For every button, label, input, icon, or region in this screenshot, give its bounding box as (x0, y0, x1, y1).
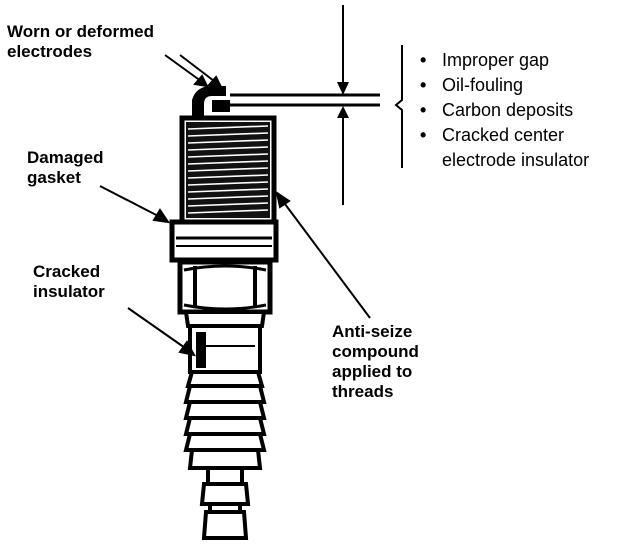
thread-line (187, 174, 269, 179)
list-item-text: Improper gap (442, 50, 550, 70)
gap-dimension (230, 5, 380, 205)
label-line: gasket (27, 168, 81, 187)
label-cracked-insulator: Cracked insulator (33, 262, 105, 302)
thread-line (187, 132, 269, 137)
list-item: • Oil-fouling (420, 73, 589, 98)
bullet-icon: • (420, 50, 427, 70)
bullet-icon: • (420, 100, 427, 120)
thread-line (187, 209, 269, 214)
thread-line (187, 153, 269, 158)
label-line: electrodes (7, 42, 93, 61)
thread-line (187, 202, 269, 207)
thread-lines (187, 125, 269, 214)
label-anti-seize: Anti-seize compound applied to threads (332, 322, 419, 402)
label-line: threads (332, 382, 394, 401)
lower-shell (183, 310, 267, 374)
thread-line (187, 146, 269, 151)
list-item-continuation: electrode insulator (442, 150, 590, 170)
bullet-icon: • (420, 125, 427, 145)
label-damaged-gasket: Damaged gasket (27, 148, 104, 188)
thread-line (187, 125, 269, 130)
callout-arrows (99, 54, 371, 357)
gap-list-bracket (394, 45, 403, 168)
list-item-text: Carbon deposits (442, 100, 574, 120)
label-line: Damaged (27, 148, 104, 167)
bullet-icon: • (420, 75, 427, 95)
list-item: • Cracked center (420, 123, 589, 148)
gasket (169, 219, 279, 263)
label-line: compound (332, 342, 419, 361)
ceramic-insulator (183, 370, 267, 470)
label-worn-electrodes: Worn or deformed electrodes (7, 22, 154, 62)
thread-line (187, 195, 269, 200)
thread-line (187, 160, 269, 165)
label-line: Anti-seize (332, 322, 413, 341)
list-item-text: Oil-fouling (442, 75, 524, 95)
thread-line (187, 139, 269, 144)
gap-issues-list: • Improper gap • Oil-fouling • Carbon depos… (420, 48, 589, 173)
label-line: Cracked (33, 262, 101, 281)
hex-nut (177, 259, 273, 315)
label-line: insulator (33, 282, 105, 301)
list-item: • Carbon deposits (420, 98, 589, 123)
thread-line (187, 188, 269, 193)
electrodes (192, 86, 230, 125)
list-item-text: Cracked center (442, 125, 565, 145)
thread-line (187, 167, 269, 172)
label-line: applied to (332, 362, 413, 381)
thread-line (187, 181, 269, 186)
list-item: • Improper gap (420, 48, 589, 73)
label-line: Worn or deformed (7, 22, 155, 41)
terminal (199, 466, 251, 540)
